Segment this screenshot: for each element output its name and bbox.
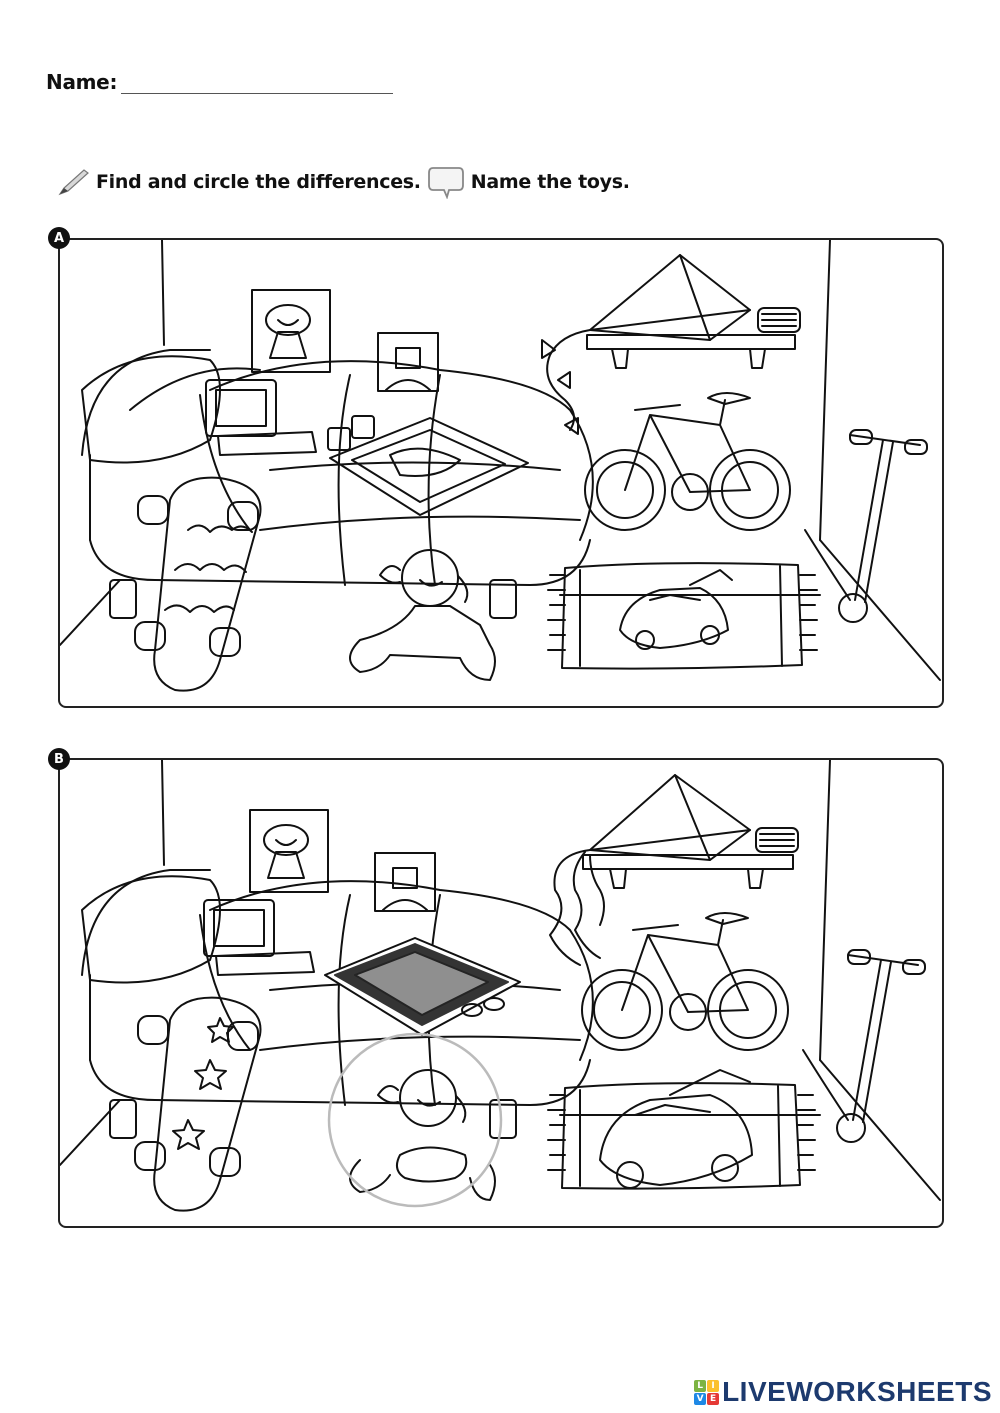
logo-tile-l: L: [694, 1379, 707, 1392]
robot-poster: [374, 852, 436, 912]
logo-tile-v: V: [694, 1392, 707, 1405]
name-label: Name:: [46, 70, 118, 94]
logo-tiles: L I V E: [694, 1379, 720, 1405]
alien-poster: [251, 289, 331, 373]
toy-car: [599, 1069, 753, 1189]
picture-panel-b[interactable]: [58, 758, 944, 1228]
logo-tile-e: E: [707, 1392, 720, 1405]
pencil-icon: [56, 167, 90, 197]
speech-bubble-icon: [427, 165, 465, 199]
handheld-game-console: [205, 379, 317, 456]
skateboard: [134, 996, 262, 1212]
name-row: Name:: [46, 70, 394, 94]
bicycle: [581, 912, 789, 1051]
rug: [547, 562, 818, 670]
shelf: [586, 334, 796, 369]
alien-poster: [249, 809, 329, 893]
bed: [81, 869, 594, 1139]
toy-car: [619, 569, 733, 650]
doll-with-skirt: [349, 1069, 496, 1201]
handheld-game-console: [203, 899, 315, 976]
string-spool: [757, 307, 801, 333]
bedroom-scene-a: [60, 240, 941, 692]
liveworksheets-logo[interactable]: L I V E LIVEWORKSHEETS: [694, 1376, 992, 1408]
dice: [327, 415, 375, 451]
rug: [547, 1082, 816, 1190]
logo-text: LIVEWORKSHEETS: [722, 1376, 992, 1407]
scooter: [804, 429, 928, 623]
panel-label-b: B: [48, 748, 70, 770]
kite: [541, 254, 751, 435]
instruction-find-differences: Find and circle the differences.: [96, 171, 421, 193]
bicycle: [584, 392, 791, 531]
logo-tile-i: I: [707, 1379, 720, 1392]
panel-label-a: A: [48, 227, 70, 249]
doll: [349, 549, 496, 681]
instructions: Find and circle the differences. Name th…: [56, 165, 636, 199]
bed: [81, 349, 594, 619]
checkers-board: [324, 937, 521, 1036]
instruction-name-toys: Name the toys.: [470, 171, 630, 193]
shelf: [582, 854, 794, 889]
kite: [549, 774, 751, 966]
scooter: [802, 949, 926, 1143]
picture-panel-a[interactable]: [58, 238, 944, 708]
name-input[interactable]: [121, 71, 394, 94]
skateboard: [134, 476, 262, 692]
bedroom-scene-b: [60, 760, 941, 1212]
answer-circle: [327, 1032, 503, 1208]
checkers-pieces: [461, 997, 505, 1017]
string-spool: [755, 827, 799, 853]
board-game: [329, 417, 529, 516]
